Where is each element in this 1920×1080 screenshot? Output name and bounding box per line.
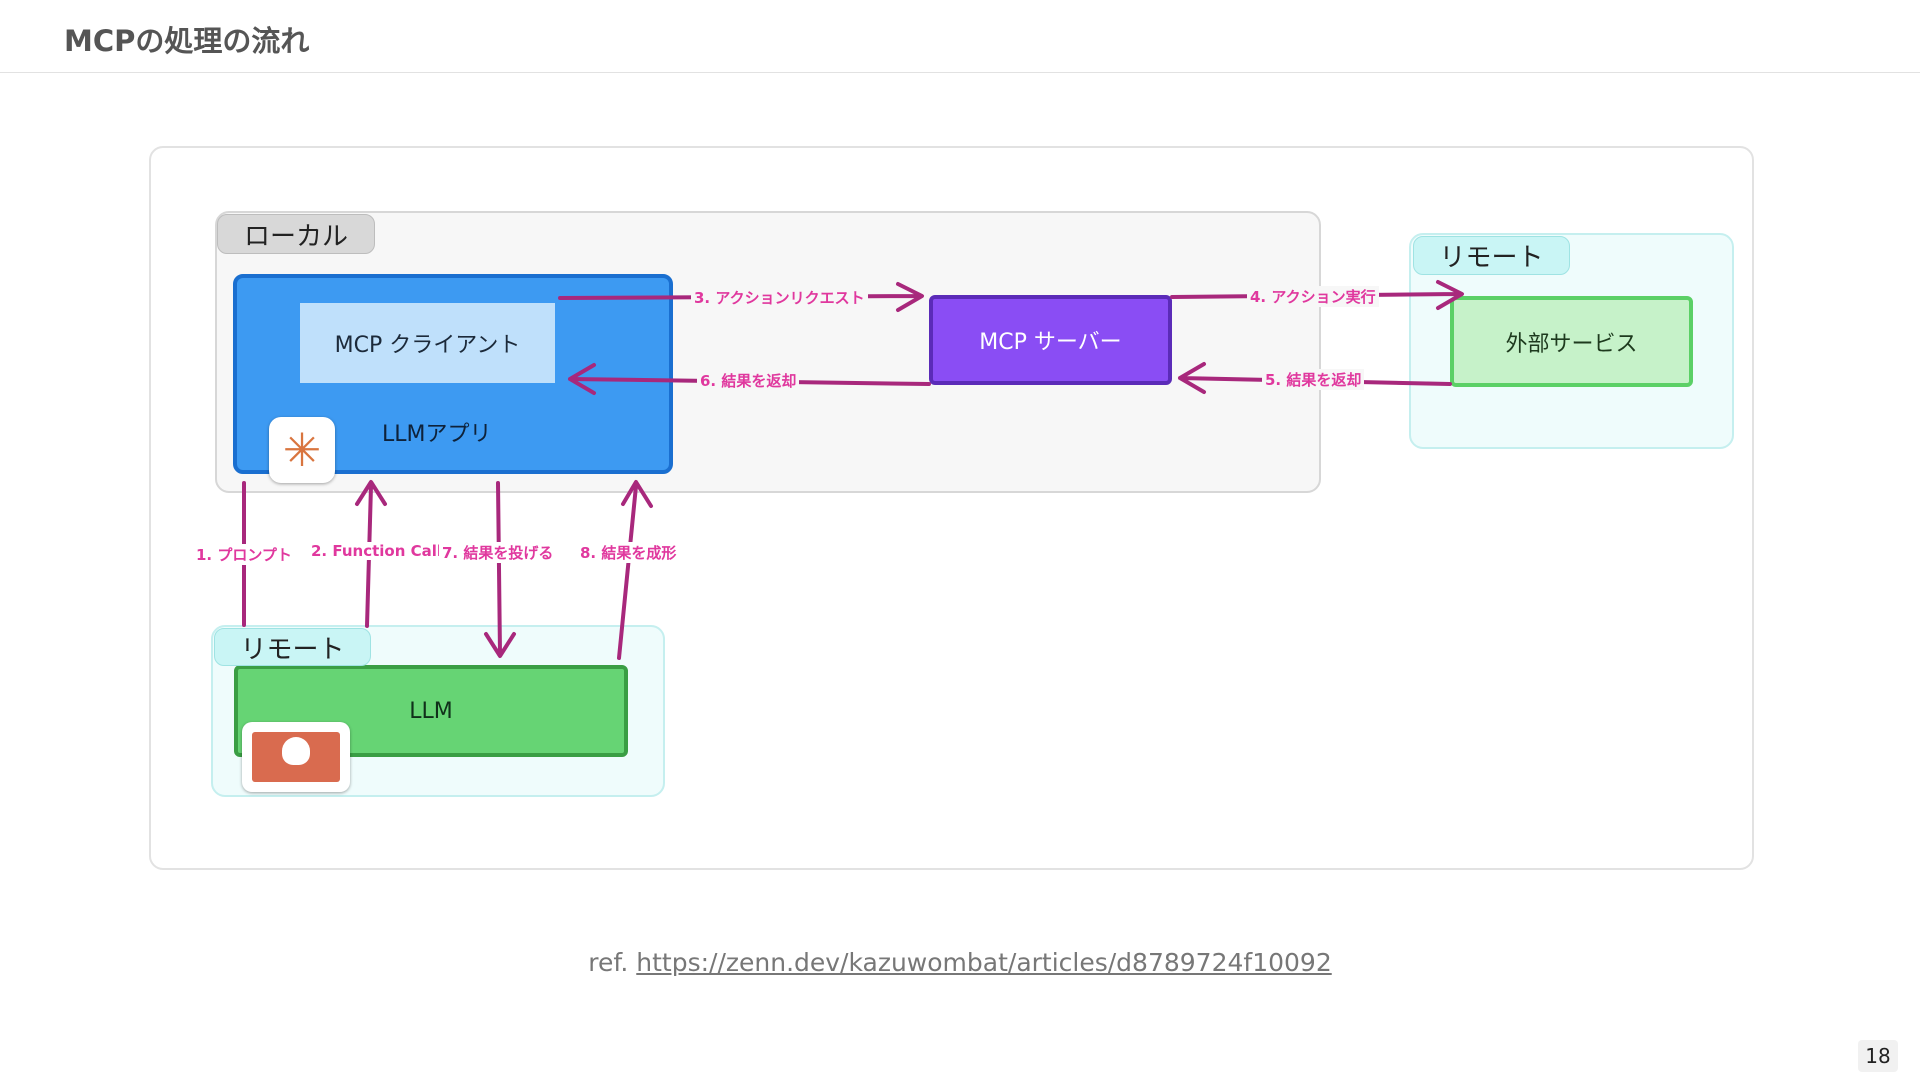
page-number: 18 — [1858, 1040, 1898, 1072]
remote-region-label-llm: リモート — [214, 628, 371, 666]
local-region-label: ローカル — [217, 214, 375, 254]
reference-prefix: ref. — [588, 948, 629, 977]
step-2-label: 2. Function Call — [308, 542, 446, 560]
mcp-client-node: MCP クライアント — [300, 303, 555, 383]
llm-app-label: LLMアプリ — [382, 422, 492, 447]
step-4-label: 4. アクション実行 — [1247, 286, 1379, 307]
step-3-label: 3. アクションリクエスト — [691, 287, 868, 308]
step-8-label: 8. 結果を成形 — [577, 542, 680, 563]
arrow-step-8 — [617, 480, 653, 660]
reference-link[interactable]: https://zenn.dev/kazuwombat/articles/d87… — [636, 948, 1332, 977]
remote-region-label-external: リモート — [1413, 236, 1570, 275]
step-1-label: 1. プロンプト — [193, 544, 295, 565]
claude-asterisk-icon: ✳ — [269, 417, 335, 483]
step-6-label: 6. 結果を返却 — [697, 370, 800, 391]
arrow-step-7 — [484, 481, 516, 658]
slide-title: MCPの処理の流れ — [64, 24, 310, 58]
step-5-label: 5. 結果を返却 — [1262, 369, 1365, 390]
step-7-label: 7. 結果を投げる — [439, 542, 557, 563]
reference-line: ref. https://zenn.dev/kazuwombat/article… — [0, 948, 1920, 977]
external-service-node: 外部サービス — [1450, 296, 1693, 387]
title-divider — [0, 72, 1920, 73]
mcp-server-node: MCP サーバー — [929, 295, 1172, 385]
claude-model-icon — [242, 722, 350, 792]
